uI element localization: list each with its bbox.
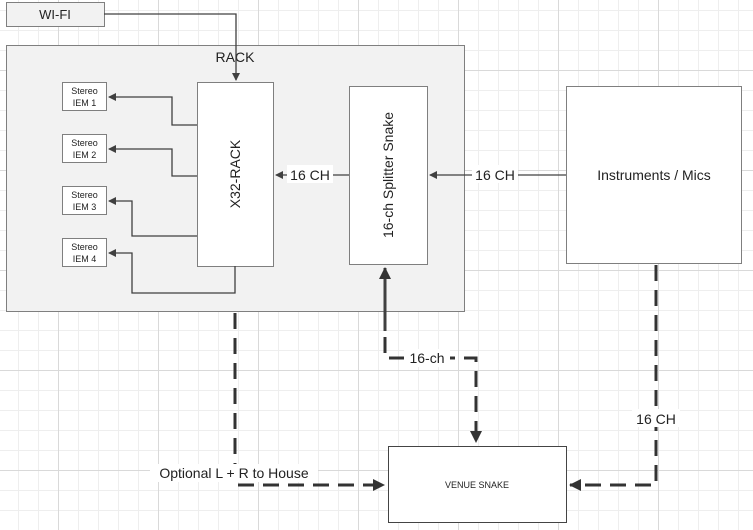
iem-2-node[interactable]: Stereo IEM 2	[62, 134, 107, 163]
splitter-to-x32-label: 16 CH	[290, 167, 330, 183]
iem-1-line1: Stereo	[71, 86, 98, 96]
instruments-to-splitter-label: 16 CH	[475, 167, 515, 183]
iem-1-node[interactable]: Stereo IEM 1	[62, 82, 107, 111]
rack-title: RACK	[216, 49, 256, 65]
iem-3-node[interactable]: Stereo IEM 3	[62, 186, 107, 215]
instruments-mics-node[interactable]	[566, 86, 742, 264]
instruments-to-venue-connector	[569, 265, 658, 491]
wifi-box[interactable]	[6, 2, 105, 27]
iem-2-line1: Stereo	[71, 138, 98, 148]
x32-to-venue-house-connector	[233, 313, 385, 491]
instruments-to-venue-label: 16 CH	[636, 411, 676, 427]
optional-house-label: Optional L + R to House	[159, 465, 309, 481]
splitter-snake-node[interactable]	[349, 86, 428, 265]
iem-1-line2: IEM 1	[73, 98, 97, 108]
iem-4-line2: IEM 4	[73, 254, 97, 264]
splitter-to-venue-connector	[383, 337, 482, 443]
splitter-to-venue-label: 16-ch	[409, 350, 444, 366]
iem-3-line1: Stereo	[71, 190, 98, 200]
iem-4-node[interactable]: Stereo IEM 4	[62, 238, 107, 267]
venue-snake-node[interactable]	[388, 446, 567, 523]
x32-to-iem-2-connector	[108, 145, 197, 177]
splitter-snake-label: 16-ch Splitter Snake	[380, 112, 396, 238]
iem-2-line2: IEM 2	[73, 150, 97, 160]
wifi-to-x32-connector	[104, 13, 240, 81]
x32-to-iem-3-connector	[108, 197, 197, 237]
venue-snake-label: VENUE SNAKE	[445, 480, 509, 490]
iem-3-line2: IEM 3	[73, 202, 97, 212]
iem-4-line1: Stereo	[71, 242, 98, 252]
x32-to-iem-1-connector	[108, 93, 197, 126]
wifi-label: WI-FI	[39, 7, 71, 22]
x32-to-iem-4-connector	[108, 249, 236, 294]
instruments-mics-label: Instruments / Mics	[597, 167, 711, 183]
x32-rack-label: X32-RACK	[227, 139, 243, 208]
